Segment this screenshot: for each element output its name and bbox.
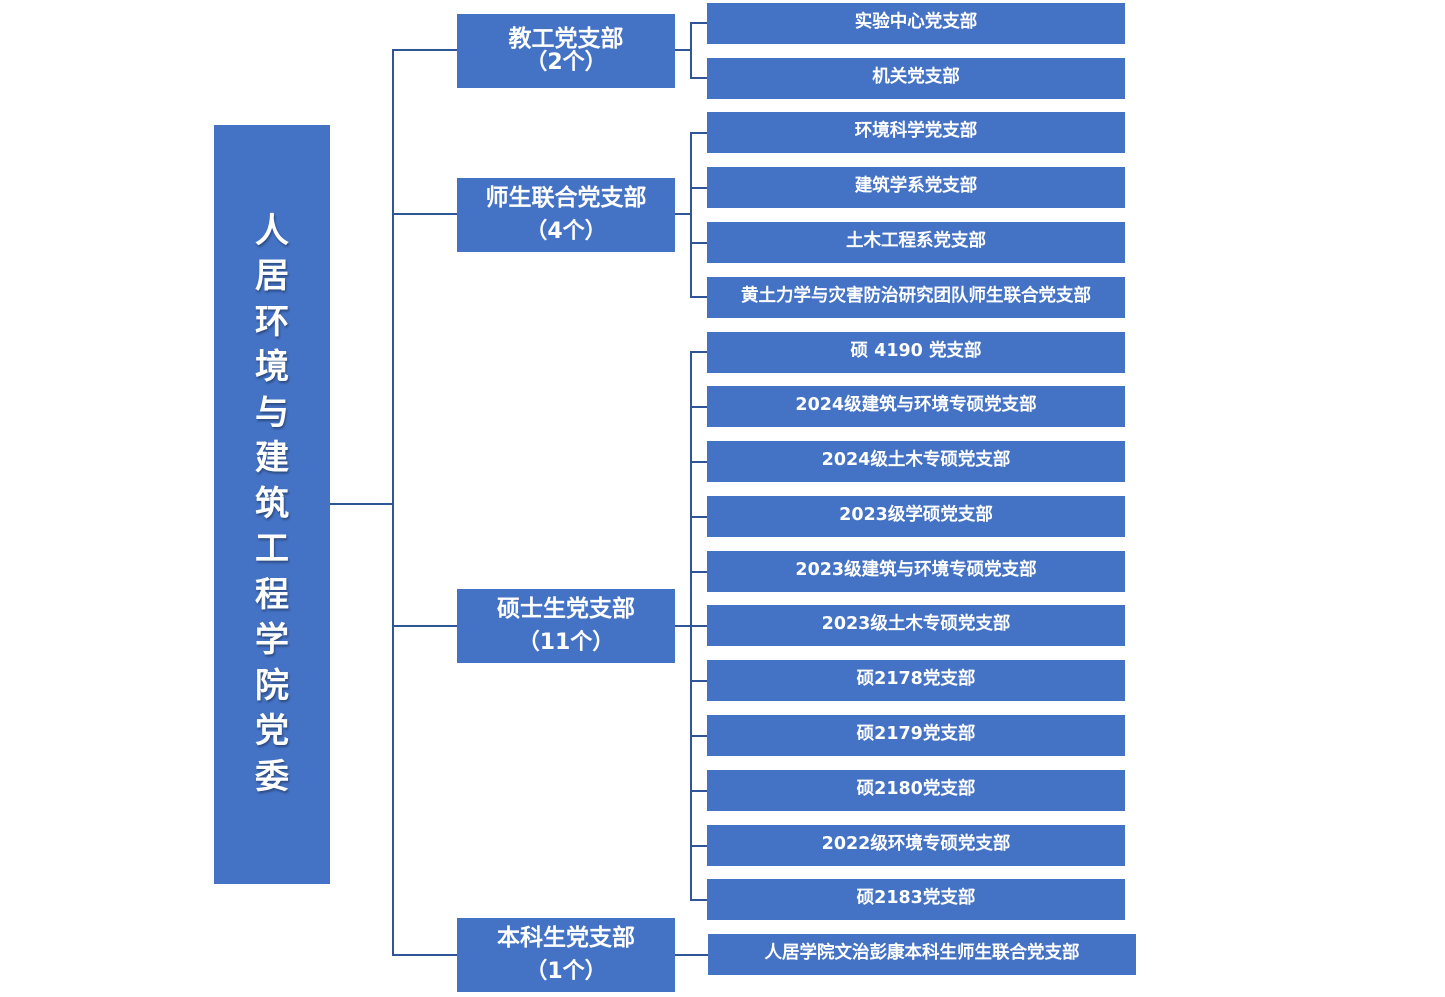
group-node-undergrad: 本科生党支部 （1个） xyxy=(457,918,675,992)
leaf-connector xyxy=(690,296,707,298)
leaf-connector xyxy=(690,351,707,353)
group-name: 本科生党支部 xyxy=(497,925,635,951)
trunk-branch-line xyxy=(392,49,457,51)
branch-node: 机关党支部 xyxy=(707,58,1125,99)
group-count: （1个） xyxy=(525,959,607,984)
group-connector xyxy=(675,213,691,215)
leaf-connector xyxy=(690,187,707,189)
group-node-joint: 师生联合党支部 （4个） xyxy=(457,178,675,252)
branch-label: 2023级学硕党支部 xyxy=(839,504,993,525)
branch-label: 实验中心党支部 xyxy=(854,11,978,32)
branch-node: 2023级土木专硕党支部 xyxy=(707,605,1125,646)
branch-label: 2023级建筑与环境专硕党支部 xyxy=(795,559,1037,580)
branch-label: 土木工程系党支部 xyxy=(846,230,986,251)
group-name: 教工党支部 xyxy=(508,26,624,52)
leaf-connector xyxy=(690,625,707,627)
branch-label: 2024级土木专硕党支部 xyxy=(821,449,1011,470)
branch-label: 2023级土木专硕党支部 xyxy=(821,613,1011,634)
group-node-faculty: 教工党支部 （2个） xyxy=(457,14,675,88)
branch-label: 机关党支部 xyxy=(872,66,960,87)
leaf-connector xyxy=(690,461,707,463)
leaf-connector xyxy=(690,790,707,792)
leaf-connector xyxy=(690,77,707,79)
group-connector xyxy=(675,954,708,956)
branch-node: 黄土力学与灾害防治研究团队师生联合党支部 xyxy=(707,277,1125,318)
branch-node: 硕2180党支部 xyxy=(707,770,1125,811)
leaf-connector xyxy=(690,680,707,682)
branch-node: 硕2179党支部 xyxy=(707,715,1125,756)
branch-node: 建筑学系党支部 xyxy=(707,167,1125,208)
trunk-branch-line xyxy=(392,954,457,956)
branch-node: 硕 4190 党支部 xyxy=(707,332,1125,373)
branch-label: 黄土力学与灾害防治研究团队师生联合党支部 xyxy=(741,285,1091,306)
branch-node: 2023级建筑与环境专硕党支部 xyxy=(707,551,1125,592)
group-spine xyxy=(690,132,692,298)
trunk-line xyxy=(392,49,394,956)
branch-label: 硕2179党支部 xyxy=(856,723,976,744)
branch-node: 土木工程系党支部 xyxy=(707,222,1125,263)
branch-label: 硕2180党支部 xyxy=(856,778,976,799)
branch-node: 2023级学硕党支部 xyxy=(707,496,1125,537)
group-spine xyxy=(690,22,692,78)
group-count: （2个） xyxy=(525,50,607,75)
branch-node: 硕2178党支部 xyxy=(707,660,1125,701)
leaf-connector xyxy=(690,22,707,24)
branch-node: 人居学院文治彭康本科生师生联合党支部 xyxy=(708,934,1136,975)
leaf-connector xyxy=(690,845,707,847)
leaf-connector xyxy=(690,242,707,244)
branch-label: 人居学院文治彭康本科生师生联合党支部 xyxy=(764,942,1080,963)
branch-node: 硕2183党支部 xyxy=(707,879,1125,920)
group-connector xyxy=(675,49,691,51)
branch-node: 环境科学党支部 xyxy=(707,112,1125,153)
leaf-connector xyxy=(690,516,707,518)
root-title: 人居环境与建筑工程学院党委 xyxy=(255,210,289,797)
branch-label: 硕 4190 党支部 xyxy=(850,340,982,361)
group-count: （4个） xyxy=(525,219,607,244)
group-count: （11个） xyxy=(517,630,615,655)
branch-label: 2024级建筑与环境专硕党支部 xyxy=(795,394,1037,415)
branch-label: 硕2183党支部 xyxy=(856,887,976,908)
group-connector xyxy=(675,625,691,627)
branch-label: 环境科学党支部 xyxy=(854,120,978,141)
leaf-connector xyxy=(690,571,707,573)
branch-node: 实验中心党支部 xyxy=(707,3,1125,44)
branch-label: 硕2178党支部 xyxy=(856,668,976,689)
root-connector xyxy=(330,503,393,505)
leaf-connector xyxy=(690,735,707,737)
group-name: 师生联合党支部 xyxy=(485,185,647,211)
group-node-masters: 硕士生党支部 （11个） xyxy=(457,589,675,663)
branch-node: 2024级土木专硕党支部 xyxy=(707,441,1125,482)
trunk-branch-line xyxy=(392,213,457,215)
group-name: 硕士生党支部 xyxy=(497,596,635,622)
leaf-connector xyxy=(690,132,707,134)
branch-node: 2022级环境专硕党支部 xyxy=(707,825,1125,866)
leaf-connector xyxy=(690,899,707,901)
branch-label: 2022级环境专硕党支部 xyxy=(821,833,1011,854)
leaf-connector xyxy=(690,406,707,408)
branch-label: 建筑学系党支部 xyxy=(854,175,978,196)
branch-node: 2024级建筑与环境专硕党支部 xyxy=(707,386,1125,427)
root-node: 人居环境与建筑工程学院党委 xyxy=(214,125,330,884)
trunk-branch-line xyxy=(392,625,457,627)
